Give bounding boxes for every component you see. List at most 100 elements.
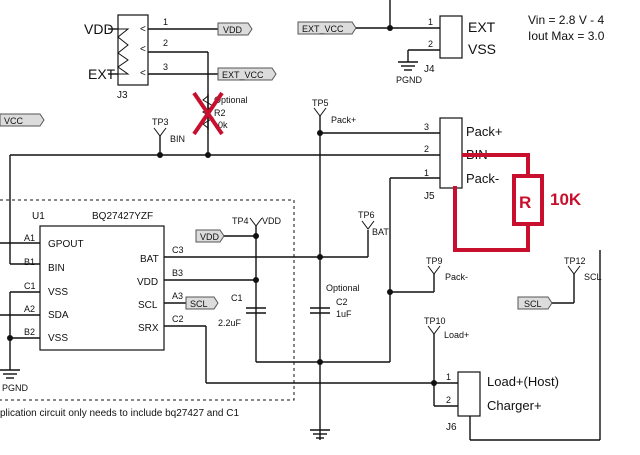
j6-label-charger: Charger+ xyxy=(487,398,542,413)
dashed-boundary xyxy=(0,199,295,401)
application-note: plication circuit only needs to include … xyxy=(0,408,239,419)
net-tag-vcc-left-label: VCC xyxy=(4,116,24,126)
j4-body xyxy=(439,15,463,59)
r2-cross-2 xyxy=(192,91,224,136)
c2-value: 1uF xyxy=(336,309,352,319)
junction-ext-vcc xyxy=(387,25,393,31)
testpoint-tp3: TP3 BIN xyxy=(152,117,185,155)
u1-part: BQ27427YZF xyxy=(92,211,153,222)
net-tag-ext-vcc-top-label: EXT_VCC xyxy=(222,70,264,80)
j4-ref: J4 xyxy=(424,64,435,75)
j5-label-pack-plus: Pack+ xyxy=(466,124,503,139)
u1-pin-vdd: VDD xyxy=(137,277,158,288)
tp12-ref: TP12 xyxy=(564,256,586,266)
j5-ref: J5 xyxy=(424,191,435,202)
tp10-ref: TP10 xyxy=(424,316,446,326)
u1-pin-bat: BAT xyxy=(140,254,159,265)
u1-body xyxy=(39,225,165,351)
j3-pin-3: 3 xyxy=(163,62,168,72)
j6-pin-1: 1 xyxy=(446,372,451,382)
connector-j4: 1 2 EXT VSS J4 xyxy=(424,15,496,75)
j6-body xyxy=(457,371,481,417)
c1-value: 2.2uF xyxy=(218,318,242,328)
capacitor-c2: Optional C2 1uF xyxy=(310,283,360,319)
u1-pin-vss1: VSS xyxy=(48,287,68,298)
added-resistor-wire-bottom xyxy=(453,186,530,252)
j3-pin-1: 1 xyxy=(163,17,168,27)
junction-r2 xyxy=(205,152,211,158)
u1-ball-a1: A1 xyxy=(24,233,35,243)
c2-ref: C2 xyxy=(336,297,348,307)
u1-ball-a3: A3 xyxy=(172,291,183,301)
net-tag-vdd-top xyxy=(217,22,253,36)
net-tag-scl-right xyxy=(517,296,553,310)
r2-value: 0k xyxy=(218,120,228,130)
j4-pin-1: 1 xyxy=(428,17,433,27)
junction-c2-bottom xyxy=(317,359,323,365)
tp5-net: Pack+ xyxy=(331,115,356,125)
junction-vdd-pin xyxy=(253,277,259,283)
j5-pin-2: 2 xyxy=(424,144,429,154)
junction-bat-pack xyxy=(317,254,323,260)
testpoint-tp12: TP12 SCL xyxy=(564,256,602,282)
pgnd-label-u1: PGND xyxy=(2,383,29,393)
spec-iout: Iout Max = 3.0 xyxy=(528,29,605,43)
testpoint-tp10: TP10 Load+ xyxy=(424,316,469,340)
j3-pin-arrow-2: < xyxy=(140,44,146,55)
u1-ball-b1: B1 xyxy=(24,257,35,267)
u1-ball-c1: C1 xyxy=(24,281,36,291)
added-resistor-wire-top xyxy=(462,153,530,176)
added-resistor-ref: R xyxy=(519,193,531,212)
connector-j3: VDD EXT J3 < < < 1 2 3 xyxy=(84,14,168,101)
u1-pin-bin: BIN xyxy=(48,263,65,274)
j5-pin-1: 1 xyxy=(424,168,429,178)
j3-link-bottom xyxy=(117,52,130,75)
j5-pin-3: 3 xyxy=(424,122,429,132)
u1-ref: U1 xyxy=(32,211,45,222)
tp3-net: BIN xyxy=(170,134,185,144)
r2-ref: R2 xyxy=(214,108,226,118)
net-tag-ext-vcc-j4 xyxy=(297,21,357,35)
u1-pin-sda: SDA xyxy=(48,310,69,321)
capacitor-c1: C1 2.2uF xyxy=(218,293,266,328)
r2-optional: Optional xyxy=(214,95,248,105)
u1-ball-b3: B3 xyxy=(172,268,183,278)
net-tag-ext-vcc-j4-label: EXT_VCC xyxy=(302,24,344,34)
net-tag-vdd-mid xyxy=(195,229,225,243)
j6-ref: J6 xyxy=(446,422,457,433)
added-resistor: R 10K xyxy=(453,153,582,252)
testpoint-tp6: TP6 BAT xyxy=(358,210,389,237)
tp6-ref: TP6 xyxy=(358,210,375,220)
net-tag-vcc-left xyxy=(0,113,45,127)
connector-j6: 1 2 Load+(Host) Charger+ J6 xyxy=(446,371,559,433)
j3-pin-arrow-1: < xyxy=(140,24,146,35)
net-tag-scl-mid-label: SCL xyxy=(190,299,208,309)
c2-optional: Optional xyxy=(326,283,360,293)
j3-pin-arrow-3: < xyxy=(140,68,146,79)
tp4-ref: TP4 xyxy=(232,216,249,226)
net-tag-ext-vcc-top xyxy=(217,67,277,81)
j6-pin-2: 2 xyxy=(446,395,451,405)
tp6-net: BAT xyxy=(372,227,389,237)
j3-ref: J3 xyxy=(117,90,128,101)
tp4-net: VDD xyxy=(262,216,282,226)
u1-ball-c3: C3 xyxy=(172,245,184,255)
u1-ball-b2: B2 xyxy=(24,327,35,337)
junction-tp9 xyxy=(387,289,393,295)
pgnd-label-top: PGND xyxy=(396,75,423,85)
ic-u1: U1 BQ27427YZF GPOUT BIN VSS SDA VSS A1 B… xyxy=(24,211,184,351)
u1-pin-scl: SCL xyxy=(138,300,158,311)
tp3-ref: TP3 xyxy=(152,117,169,127)
j3-label-vdd: VDD xyxy=(84,21,114,37)
j3-link-top xyxy=(117,28,130,54)
ground-symbol-u1 xyxy=(0,369,20,379)
tp12-net: SCL xyxy=(584,272,602,282)
j4-label-ext: EXT xyxy=(468,19,496,35)
u1-pin-srx: SRX xyxy=(138,323,159,334)
tp9-net: Pack- xyxy=(445,272,468,282)
net-tag-vdd-mid-label: VDD xyxy=(200,232,220,242)
j3-label-ext: EXT xyxy=(88,66,116,82)
j3-body xyxy=(117,14,149,86)
